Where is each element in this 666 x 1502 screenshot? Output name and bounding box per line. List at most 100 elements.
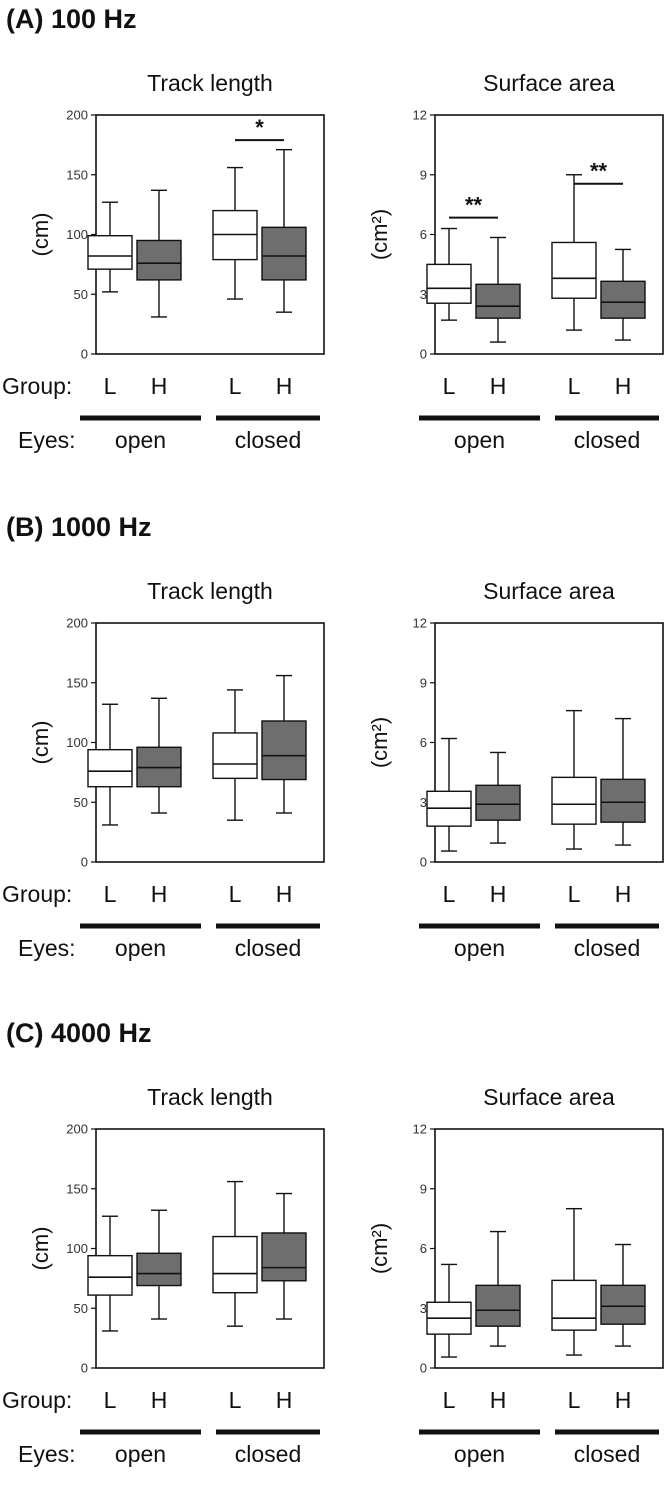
y-tick-label: 0 bbox=[420, 347, 427, 362]
group-tick-label: L bbox=[568, 881, 581, 907]
group-tick-label: H bbox=[151, 1387, 168, 1413]
y-tick-label: 12 bbox=[413, 616, 427, 631]
panel-title: (C) 4000 Hz bbox=[6, 1018, 152, 1048]
group-tick-label: H bbox=[615, 1387, 632, 1413]
y-tick-label: 0 bbox=[420, 1361, 427, 1376]
y-axis-label: (cm) bbox=[28, 1227, 53, 1271]
box-H-closed bbox=[261, 148, 307, 313]
box-L-open bbox=[426, 227, 472, 321]
eyes-group-label: closed bbox=[235, 427, 301, 453]
box-L-closed bbox=[551, 709, 597, 850]
iqr-box bbox=[551, 241, 597, 299]
group-tick-label: L bbox=[104, 373, 117, 399]
group-tick-label: L bbox=[229, 373, 242, 399]
box-H-closed bbox=[261, 1192, 307, 1320]
group-tick-label: L bbox=[568, 1387, 581, 1413]
box-L-open bbox=[87, 201, 133, 293]
iqr-box bbox=[136, 1252, 182, 1287]
group-row-label: Group: bbox=[2, 881, 72, 907]
y-axis-label: (cm²) bbox=[367, 717, 392, 768]
box-H-closed bbox=[261, 674, 307, 814]
iqr-box bbox=[426, 263, 472, 304]
eyes-group-label: closed bbox=[574, 935, 640, 961]
group-tick-label: H bbox=[151, 881, 168, 907]
y-tick-label: 12 bbox=[413, 1122, 427, 1137]
y-axis-label: (cm) bbox=[28, 721, 53, 765]
eyes-row-label: Eyes: bbox=[18, 1441, 76, 1467]
eyes-group-label: open bbox=[115, 427, 166, 453]
chart-title: Surface area bbox=[483, 1084, 615, 1110]
y-tick-label: 6 bbox=[420, 1241, 427, 1256]
eyes-group-label: open bbox=[115, 935, 166, 961]
panel-title: (B) 1000 Hz bbox=[6, 512, 152, 542]
y-tick-label: 9 bbox=[420, 675, 427, 690]
y-tick-label: 6 bbox=[420, 227, 427, 242]
iqr-box bbox=[87, 748, 133, 788]
y-tick-label: 100 bbox=[66, 1241, 88, 1256]
box-L-closed bbox=[212, 166, 258, 300]
significance-label: ** bbox=[590, 159, 608, 184]
box-H-open bbox=[136, 697, 182, 814]
iqr-box bbox=[212, 732, 258, 780]
group-tick-label: H bbox=[615, 881, 632, 907]
box-H-closed bbox=[600, 1243, 646, 1347]
box-L-closed bbox=[551, 1207, 597, 1356]
eyes-group-label: closed bbox=[574, 427, 640, 453]
group-tick-label: H bbox=[276, 373, 293, 399]
box-H-open bbox=[475, 236, 521, 343]
group-tick-label: L bbox=[104, 1387, 117, 1413]
box-H-closed bbox=[600, 248, 646, 341]
box-H-open bbox=[136, 189, 182, 318]
box-H-open bbox=[136, 1209, 182, 1320]
chart-title: Surface area bbox=[483, 578, 615, 604]
eyes-group-label: open bbox=[454, 427, 505, 453]
eyes-row-label: Eyes: bbox=[18, 935, 76, 961]
box-L-open bbox=[426, 1263, 472, 1358]
group-tick-label: H bbox=[615, 373, 632, 399]
group-tick-label: L bbox=[229, 1387, 242, 1413]
y-tick-label: 0 bbox=[81, 1361, 88, 1376]
group-tick-label: L bbox=[443, 881, 456, 907]
significance-label: ** bbox=[465, 193, 483, 218]
box-L-closed bbox=[551, 174, 597, 331]
significance-label: * bbox=[255, 115, 264, 140]
y-axis-label: (cm²) bbox=[367, 209, 392, 260]
y-tick-label: 0 bbox=[420, 855, 427, 870]
y-tick-label: 50 bbox=[74, 287, 88, 302]
y-tick-label: 100 bbox=[66, 735, 88, 750]
chart-title: Surface area bbox=[483, 70, 615, 96]
group-tick-label: H bbox=[151, 373, 168, 399]
iqr-box bbox=[600, 280, 646, 319]
y-tick-label: 200 bbox=[66, 1122, 88, 1137]
iqr-box bbox=[87, 1254, 133, 1296]
y-tick-label: 200 bbox=[66, 616, 88, 631]
chart-title: Track length bbox=[147, 70, 273, 96]
box-L-closed bbox=[212, 1180, 258, 1327]
box-L-open bbox=[87, 1215, 133, 1332]
y-tick-label: 6 bbox=[420, 735, 427, 750]
chart-title: Track length bbox=[147, 578, 273, 604]
panel-title: (A) 100 Hz bbox=[6, 4, 137, 34]
iqr-box bbox=[551, 776, 597, 825]
y-tick-label: 9 bbox=[420, 167, 427, 182]
eyes-row-label: Eyes: bbox=[18, 427, 76, 453]
iqr-box bbox=[475, 1284, 521, 1327]
iqr-box bbox=[136, 239, 182, 281]
box-L-open bbox=[87, 703, 133, 826]
iqr-box bbox=[600, 1284, 646, 1325]
y-tick-label: 150 bbox=[66, 675, 88, 690]
y-tick-label: 3 bbox=[420, 795, 427, 810]
group-tick-label: L bbox=[443, 373, 456, 399]
group-tick-label: H bbox=[276, 1387, 293, 1413]
y-tick-label: 9 bbox=[420, 1181, 427, 1196]
group-tick-label: H bbox=[490, 881, 507, 907]
y-tick-label: 150 bbox=[66, 1181, 88, 1196]
